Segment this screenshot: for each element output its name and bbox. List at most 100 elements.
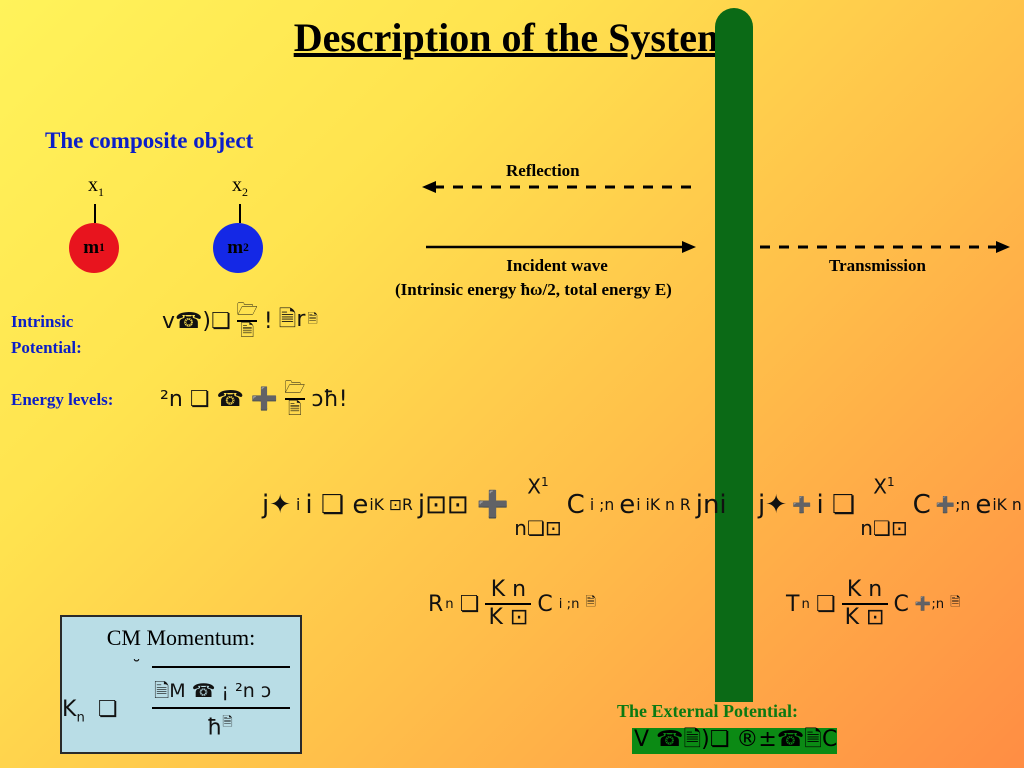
x2-symbol: x: [232, 174, 242, 196]
t-sub: n: [801, 596, 810, 612]
left-sum-symbol: X: [527, 474, 541, 499]
left-coef-sub: i ;n: [589, 496, 615, 514]
x2-subscript: 2: [242, 185, 248, 199]
left-sum: X1 n❏⊡: [514, 470, 562, 541]
t-coef: C: [893, 591, 909, 617]
intrinsic-frac-line: [237, 320, 258, 322]
reflection-arrow: [422, 181, 692, 193]
left-sum-upper: 1: [541, 474, 549, 489]
t-coef-sub: ➕;n: [914, 596, 945, 612]
cm-lhs: Kn ❏: [62, 697, 118, 725]
incident-wave-arrow: [426, 241, 696, 253]
left-ket: j⊡⊡ ➕: [417, 490, 510, 520]
r-frac-line: [485, 603, 532, 605]
incident-wave-detail: (Intrinsic energy ħω/2, total energy E): [395, 280, 672, 299]
r-den: K ⊡: [488, 604, 529, 630]
transmission-label: Transmission: [829, 256, 926, 275]
cm-breve: ˘: [132, 657, 141, 678]
r-coef: C: [537, 591, 553, 617]
incident-wave-label: Incident wave: [506, 256, 608, 275]
cm-numerator: 🗎M ☎ ¡ ²n ɔ: [154, 680, 272, 702]
left-psi-sub: i: [296, 496, 301, 514]
right-coef: C: [912, 490, 931, 520]
x1-symbol: x: [88, 174, 98, 196]
m2-symbol: m: [227, 237, 244, 258]
intrinsic-fraction: 🗁 🗎: [237, 301, 258, 341]
right-wavefunction: j✦➕ i ❏ X1 n❏⊡ C➕;n eiK n R jni: [758, 470, 1024, 540]
external-potential-barrier: [715, 8, 753, 702]
intrinsic-eq-r: 🗎r: [278, 307, 306, 332]
external-potential-equation: V ☎🗎)❏ ®±☎🗎C: [632, 727, 838, 754]
t-equals: ❏: [815, 591, 836, 617]
cm-equals: ❏: [97, 697, 118, 722]
cm-sqrt-bar: [152, 666, 290, 668]
energy-fraction: 🗁 🗎: [284, 379, 305, 419]
left-coef: C: [566, 490, 585, 520]
intrinsic-frac-den: 🗎: [240, 320, 255, 341]
left-exp-e-sup: i iK n R: [636, 496, 691, 514]
r-equals: ❏: [459, 591, 480, 617]
reflection-label: Reflection: [506, 161, 580, 180]
cm-k-sub: n: [76, 710, 85, 726]
intrinsic-potential-label: Intrinsic Potential:: [11, 309, 82, 361]
right-sum-symbol: X: [873, 474, 887, 499]
x1-subscript: 1: [98, 185, 104, 199]
energy-frac-den: 🗎: [287, 398, 302, 419]
intrinsic-label-line1: Intrinsic: [11, 312, 74, 331]
cm-momentum-title: CM Momentum:: [106, 625, 256, 650]
energy-levels-label: Energy levels:: [11, 390, 114, 409]
intrinsic-frac-num: 🗁: [236, 300, 258, 321]
right-sum-upper: 1: [886, 474, 895, 489]
left-sum-lower: n❏⊡: [514, 516, 562, 541]
intrinsic-potential-equation: v☎)❏ 🗁 🗎 ! 🗎r🗎: [162, 296, 318, 346]
transmission-arrow: [760, 241, 1010, 253]
right-psi-sub: ➕: [792, 496, 812, 514]
r-fraction: K n K ⊡: [485, 577, 532, 631]
r-sub: n: [445, 596, 454, 612]
m2-subscript: 2: [243, 242, 249, 254]
t-coef-sup: 🗎: [950, 595, 961, 610]
right-psi: j✦: [758, 490, 788, 520]
t-frac-line: [841, 603, 888, 605]
right-sum-lower: n❏⊡: [860, 516, 908, 541]
composite-object-heading: The composite object: [45, 128, 254, 153]
m1-symbol: m: [83, 237, 100, 258]
r-num: K n: [490, 577, 527, 603]
page-title: Description of the System: [293, 15, 731, 60]
left-exp: iK ⊡R: [369, 496, 413, 514]
left-ket-n: jni: [695, 490, 727, 520]
t-fraction: K n K ⊡: [841, 577, 888, 631]
cm-momentum-box: CM Momentum: ˘ Kn ❏ 🗎M ☎ ¡ ²n ɔ ħ🗎: [60, 615, 302, 754]
left-psi: j✦: [262, 490, 292, 520]
t-symbol: T: [786, 591, 800, 617]
cm-den-hbar: ħ: [207, 715, 223, 741]
cm-frac-line: [152, 707, 290, 709]
external-potential-label: The External Potential:: [617, 701, 798, 721]
t-den: K ⊡: [844, 604, 885, 630]
energy-eq-lhs: ²n ❏ ☎ ➕: [160, 386, 279, 412]
energy-eq-rhs: ɔħ!: [311, 386, 348, 412]
energy-levels-equation: ²n ❏ ☎ ➕ 🗁 🗎 ɔħ!: [160, 372, 348, 426]
energy-frac-line: [284, 398, 305, 400]
right-exp-e: e: [975, 490, 992, 520]
intrinsic-eq-lhs: v☎)❏: [162, 308, 231, 334]
right-coef-sub: ➕;n: [935, 496, 971, 514]
cm-den-sup: 🗎: [222, 715, 233, 730]
x1-tick: [94, 204, 96, 223]
right-eq: i ❏: [816, 490, 856, 520]
m1-subscript: 1: [99, 242, 105, 254]
r-coef-sub: i ;n: [558, 596, 580, 612]
left-exp-e: e: [619, 490, 636, 520]
cm-k: K: [62, 697, 77, 722]
cm-denominator: ħ🗎: [207, 713, 233, 740]
t-num: K n: [846, 577, 883, 603]
right-exp-e-sup: iK n R: [992, 496, 1024, 514]
x1-label: x1: [88, 174, 104, 200]
right-sum: X1 n❏⊡: [860, 470, 908, 541]
x2-label: x2: [232, 174, 248, 200]
intrinsic-eq-r-sup: 🗎: [307, 312, 318, 327]
